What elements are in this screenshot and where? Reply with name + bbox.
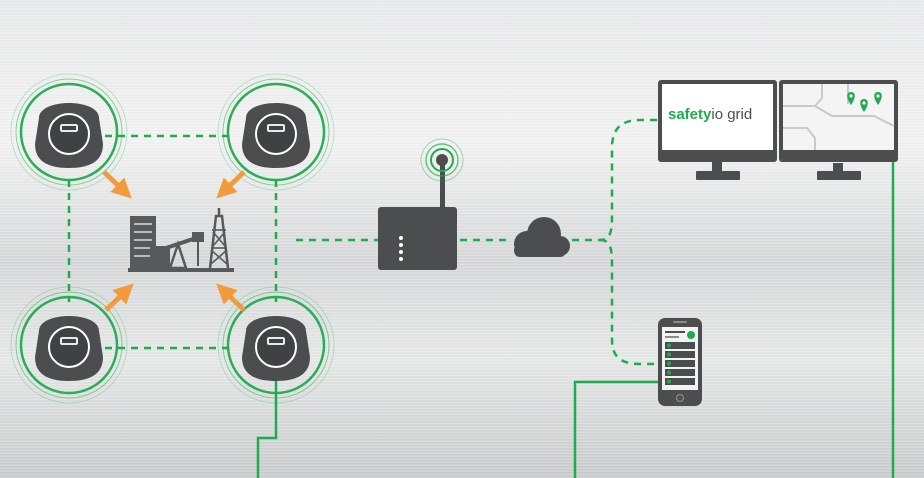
wired-links — [256, 162, 895, 478]
cloud-icon — [514, 217, 570, 257]
brand-suffix: grid — [723, 106, 753, 123]
wifi-signal-icon — [420, 138, 464, 182]
sensor-device-icon — [216, 72, 336, 192]
smartphone-icon — [658, 318, 702, 406]
brand-logo: safetyio grid — [668, 105, 773, 127]
sensor-device-icon — [9, 72, 129, 192]
industrial-site-icon — [128, 208, 234, 272]
alert-arrows — [102, 170, 246, 312]
sensor-mesh-links — [67, 118, 660, 366]
brand-prefix: safety — [668, 106, 712, 123]
brand-mid: io — [711, 106, 724, 123]
desktop-monitor-icon — [658, 80, 777, 180]
map-pin-icon — [847, 92, 882, 112]
gateway-icon — [378, 160, 457, 270]
